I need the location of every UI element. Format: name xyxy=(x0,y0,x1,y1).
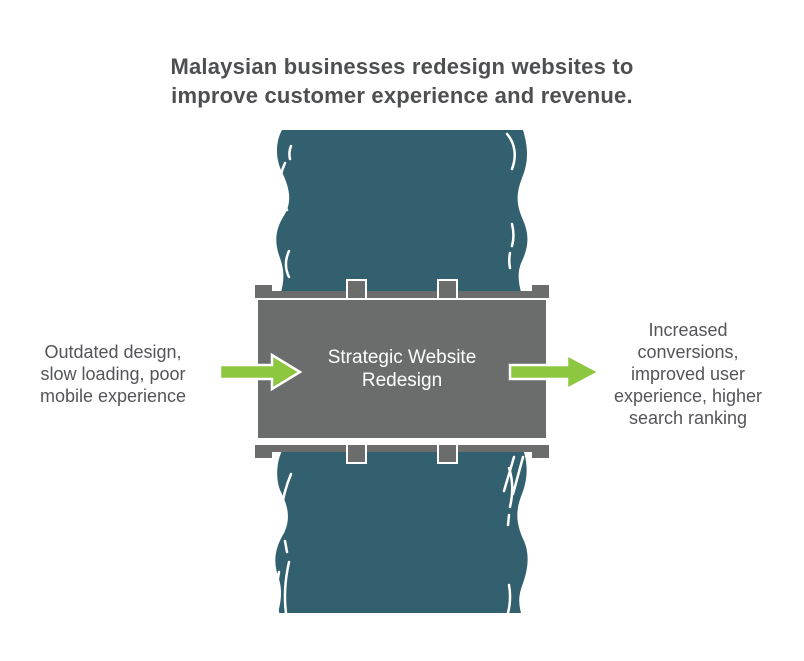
right-label-line-3: improved user xyxy=(630,364,746,384)
left-label-line-1: Outdated design, xyxy=(44,342,182,362)
left-label-line-3: mobile experience xyxy=(39,386,187,406)
crease-line xyxy=(278,161,289,212)
press-bottom-left-end-block xyxy=(255,445,272,458)
left-arrow-icon xyxy=(218,352,303,392)
fabric-bottom-shape xyxy=(275,449,528,613)
crease-line xyxy=(275,570,281,615)
fabric-top-shape xyxy=(276,130,528,296)
right-label-line-1: Increased xyxy=(648,320,728,340)
right-arrow-icon xyxy=(508,352,602,392)
right-label: Increased conversions, improved user exp… xyxy=(583,319,793,429)
left-label: Outdated design, slow loading, poor mobi… xyxy=(8,341,218,407)
press-bottom-right-end-block xyxy=(532,445,549,458)
press-bottom-rail xyxy=(259,445,546,452)
right-label-line-4: experience, higher xyxy=(613,386,763,406)
page-title-line-2: improve customer experience and revenue. xyxy=(171,83,633,108)
fabric-crease-lines xyxy=(275,132,525,615)
redesign-box-label: Strategic Website Redesign xyxy=(258,300,546,438)
press-top-left-end-block xyxy=(255,285,272,298)
press-top-bolt-right xyxy=(437,279,458,300)
press-top-rail xyxy=(259,291,546,298)
crease-line xyxy=(283,560,291,615)
crease-line xyxy=(508,251,512,270)
press-top-bolt-left xyxy=(346,279,367,300)
press-bottom-bolt-left xyxy=(346,443,367,464)
press-clamp xyxy=(255,279,549,464)
crease-line xyxy=(283,539,289,554)
press-top-right-end-block xyxy=(532,285,549,298)
crease-line xyxy=(288,144,293,161)
left-label-line-2: slow loading, poor xyxy=(40,364,186,384)
crease-line xyxy=(507,466,514,509)
right-label-line-2: conversions, xyxy=(637,342,739,362)
redesign-box xyxy=(258,300,546,438)
crease-line xyxy=(510,222,515,248)
page-title: Malaysian businesses redesign websites t… xyxy=(0,52,804,110)
crease-line xyxy=(506,583,512,615)
right-label-line-5: search ranking xyxy=(628,408,748,428)
redesign-box-label-line-2: Redesign xyxy=(361,370,443,391)
crease-line xyxy=(502,455,516,493)
crease-line xyxy=(505,132,516,171)
crease-line xyxy=(284,249,291,279)
press-bottom-bolt-right xyxy=(437,443,458,464)
crease-line xyxy=(511,455,525,496)
crease-line xyxy=(506,513,511,527)
redesign-box-label-line-1: Strategic Website xyxy=(327,347,477,368)
crease-line xyxy=(280,472,293,534)
page-title-line-1: Malaysian businesses redesign websites t… xyxy=(170,54,634,79)
